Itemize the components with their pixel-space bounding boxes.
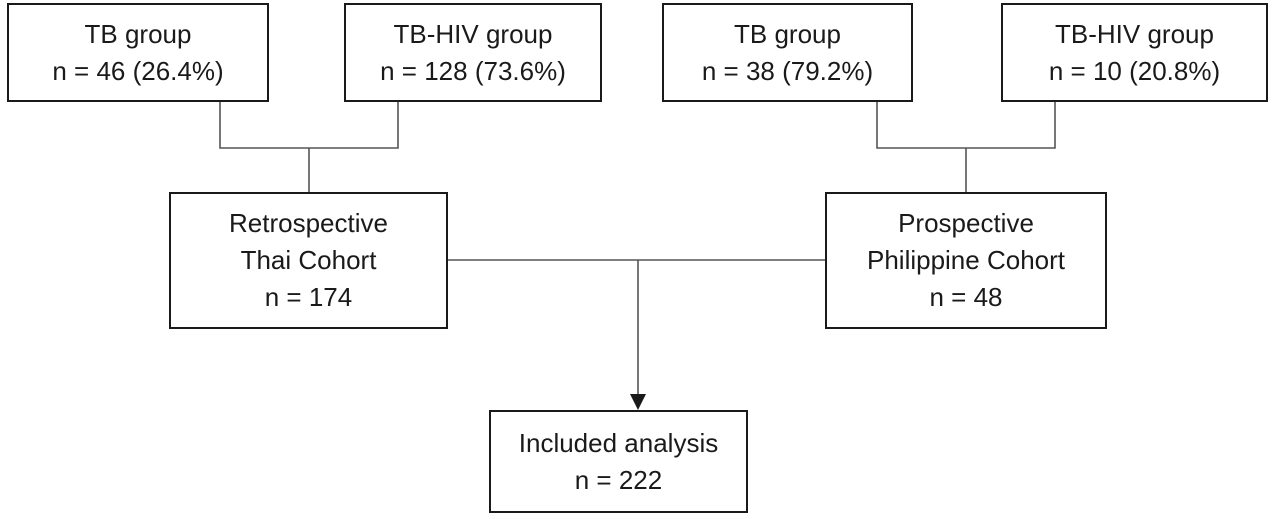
thai-tb-group-count: n = 46 (26.4%) (52, 55, 224, 86)
included-analysis-box: Included analysis n = 222 (489, 410, 748, 513)
philippine-tb-group-box: TB group n = 38 (79.2%) (662, 3, 913, 102)
arrowhead (630, 394, 646, 410)
thai-cohort-count: n = 174 (264, 282, 353, 312)
philippine-tbhiv-group-count: n = 10 (20.8%) (1048, 55, 1221, 86)
philippine-cohort-box: Prospective Philippine Cohort n = 48 (825, 192, 1107, 329)
thai-cohort-line2: Thai Cohort (240, 245, 377, 275)
philippine-tb-group-count: n = 38 (79.2%) (701, 55, 874, 86)
included-analysis-title: Included analysis (518, 427, 719, 458)
included-analysis-count: n = 222 (574, 464, 663, 495)
thai-tbhiv-group-count: n = 128 (73.6%) (380, 55, 566, 86)
thai-tb-group-box: TB group n = 46 (26.4%) (7, 3, 269, 102)
philippine-cohort-count: n = 48 (929, 282, 1003, 312)
philippine-cohort-line2: Philippine Cohort (866, 245, 1065, 275)
philippine-tb-group-title: TB group (734, 18, 841, 49)
thai-tbhiv-group-title: TB-HIV group (393, 18, 553, 49)
thai-tbhiv-group-box: TB-HIV group n = 128 (73.6%) (344, 3, 602, 102)
thai-tb-group-title: TB group (84, 18, 192, 49)
philippine-group-bracket (876, 102, 1056, 149)
thai-group-bracket (219, 102, 399, 149)
thai-cohort-line1: Retrospective (229, 208, 388, 238)
thai-cohort-box: Retrospective Thai Cohort n = 174 (169, 192, 448, 329)
philippine-tbhiv-group-title: TB-HIV group (1055, 18, 1214, 49)
philippine-tbhiv-group-box: TB-HIV group n = 10 (20.8%) (1001, 3, 1268, 102)
philippine-cohort-line1: Prospective (898, 208, 1034, 238)
